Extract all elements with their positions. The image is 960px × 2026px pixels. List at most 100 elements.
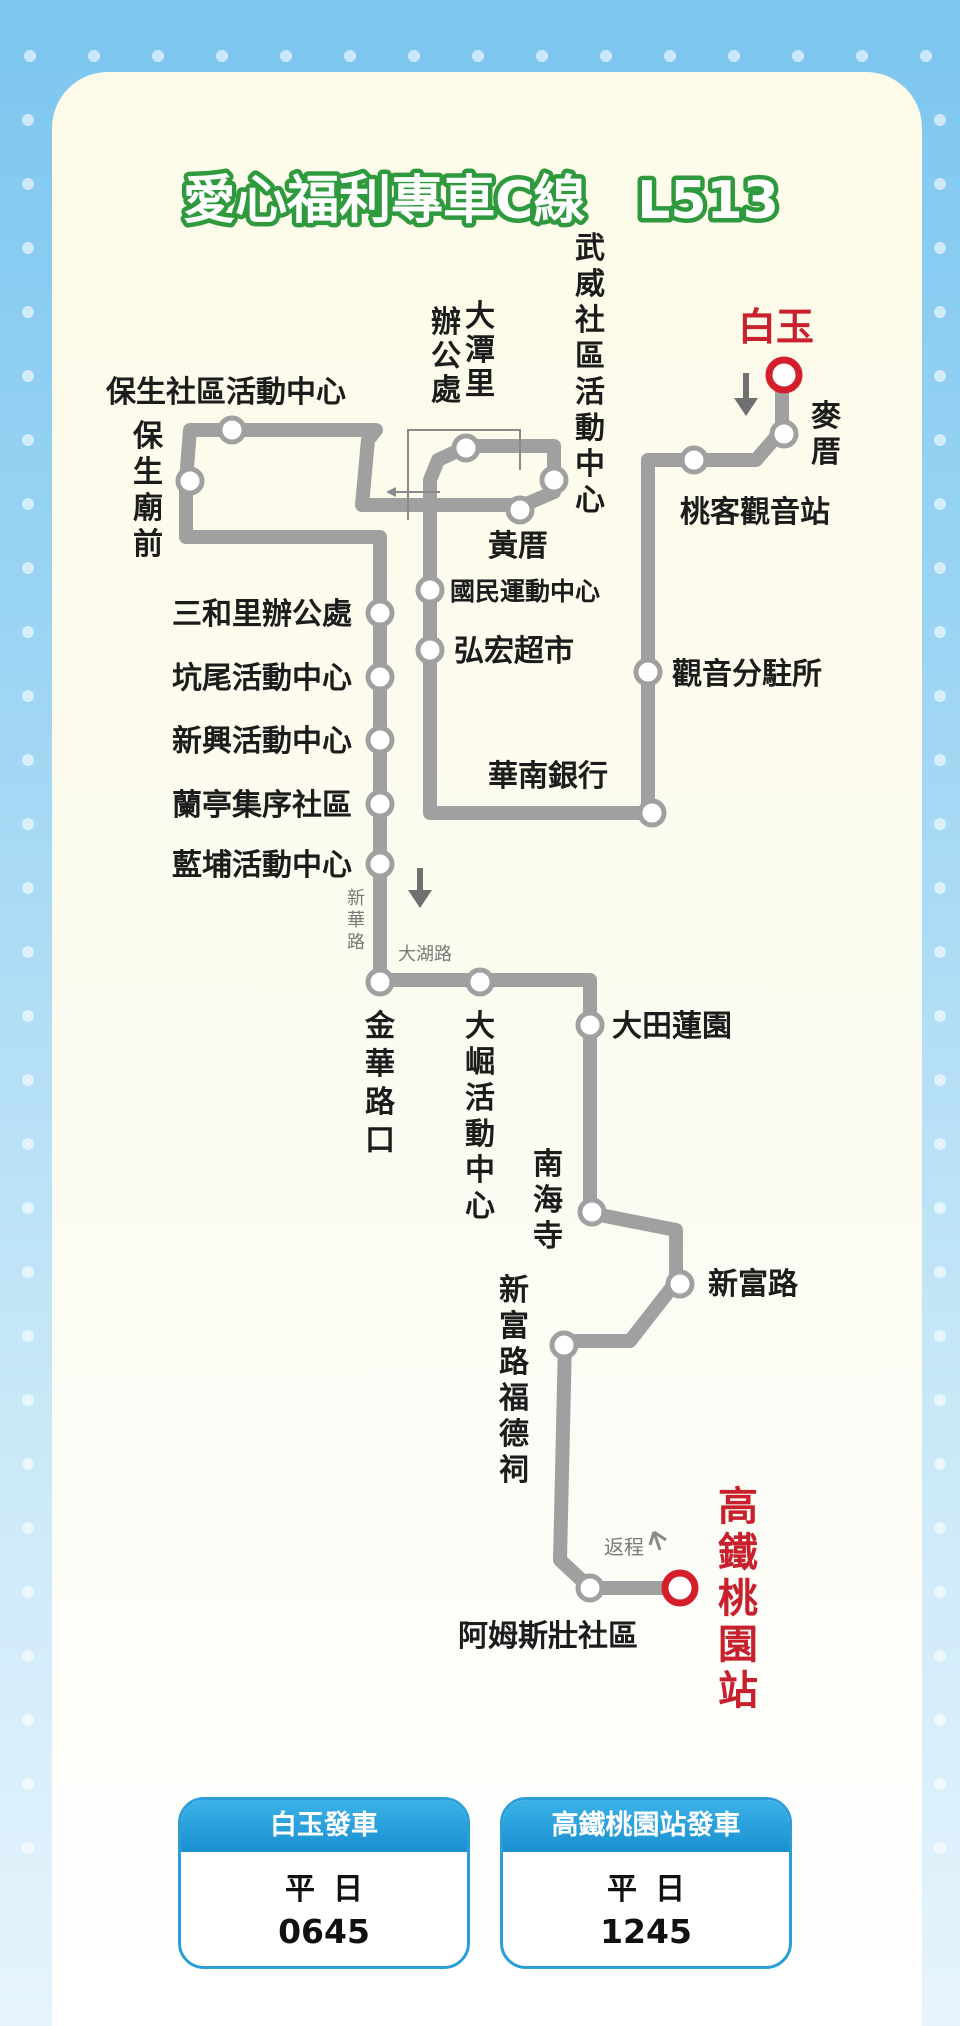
- background-dot: [920, 50, 932, 62]
- background-dot: [22, 1330, 34, 1342]
- road-label-dahu: 大湖路: [398, 944, 452, 965]
- stop-label-huanan-bank: 華南銀行: [488, 759, 608, 794]
- background-dot: [536, 50, 548, 62]
- background-dot: [408, 50, 420, 62]
- svg-text:福: 福: [498, 1381, 529, 1416]
- background-dot: [934, 1074, 946, 1086]
- stop-marker: [365, 598, 395, 628]
- background-dot: [934, 690, 946, 702]
- stop-label-lanpu: 藍埔活動中心: [172, 848, 352, 883]
- background-dot: [22, 1714, 34, 1726]
- svg-text:里: 里: [465, 367, 495, 402]
- svg-text:厝: 厝: [811, 435, 841, 470]
- stop-label-sports-center: 國民運動中心: [450, 577, 600, 606]
- svg-text:路: 路: [365, 1085, 396, 1120]
- svg-text:金: 金: [364, 1009, 396, 1044]
- direction-arrow-outbound: [734, 373, 758, 416]
- stop-marker: [633, 657, 663, 687]
- stop-label-taoke-guanyin: 桃客觀音站: [680, 495, 830, 530]
- background-dot: [152, 50, 164, 62]
- background-dot: [934, 562, 946, 574]
- svg-text:潭: 潭: [465, 333, 495, 368]
- svg-text:鐵: 鐵: [718, 1530, 758, 1576]
- background-dot: [934, 1778, 946, 1790]
- svg-text:心: 心: [575, 483, 605, 518]
- stop-label-baosheng-center: 保生社區活動中心: [106, 375, 346, 410]
- svg-text:公: 公: [431, 339, 461, 374]
- background-dot: [934, 1330, 946, 1342]
- svg-text:中: 中: [465, 1153, 495, 1188]
- schedule-day: 平日: [285, 1872, 381, 1907]
- schedule-header: 白玉發車: [181, 1800, 467, 1852]
- stop-marker: [539, 465, 569, 495]
- stop-label-armstrong: 阿姆斯壯社區: [458, 1619, 638, 1654]
- stop-marker: [465, 967, 495, 997]
- svg-text:德: 德: [499, 1417, 529, 1452]
- svg-text:大: 大: [465, 299, 495, 334]
- svg-text:崛: 崛: [465, 1045, 495, 1080]
- stops: [175, 415, 799, 1603]
- background-dot: [22, 690, 34, 702]
- svg-text:威: 威: [575, 267, 605, 302]
- background-dot: [728, 50, 740, 62]
- background-dot: [22, 818, 34, 830]
- stop-marker: [549, 1330, 579, 1360]
- svg-text:廟: 廟: [133, 491, 163, 526]
- svg-text:站: 站: [718, 1668, 758, 1714]
- stop-marker: [665, 1269, 695, 1299]
- svg-text:華: 華: [347, 910, 365, 931]
- background-dot: [22, 1394, 34, 1406]
- stop-label-kengwei: 坑尾活動中心: [172, 661, 352, 696]
- background-dot: [934, 1138, 946, 1150]
- svg-text:前: 前: [133, 527, 163, 562]
- background-dot: [22, 626, 34, 638]
- background-dot: [22, 1650, 34, 1662]
- background-dot: [22, 114, 34, 126]
- stop-label-lanting: 蘭亭集序社區: [172, 788, 352, 823]
- stop-marker: [365, 789, 395, 819]
- schedule-day: 平日: [607, 1872, 703, 1907]
- schedule-box-baiyu: 白玉發車 平日 0645: [178, 1797, 470, 1969]
- stop-label-wuwei-community-center: 武 威 社 區 活 動 中 心: [575, 231, 605, 518]
- background-dot: [22, 1586, 34, 1598]
- stop-marker: [415, 635, 445, 665]
- background-dot: [22, 370, 34, 382]
- background-dot: [934, 1266, 946, 1278]
- background-dot: [22, 1266, 34, 1278]
- background-dot: [22, 1202, 34, 1214]
- road-label-xinhua: 新 華 路: [347, 888, 365, 953]
- background-dot: [22, 498, 34, 510]
- stop-marker: [365, 967, 395, 997]
- background-dot: [934, 1202, 946, 1214]
- background-dot: [792, 50, 804, 62]
- stop-marker: [365, 662, 395, 692]
- stop-label-huangcuo: 黃厝: [488, 529, 548, 564]
- svg-text:動: 動: [465, 1117, 495, 1152]
- background-dot: [88, 50, 100, 62]
- page-title: 愛心福利專車C線 L513: [183, 171, 779, 231]
- background-dot: [472, 50, 484, 62]
- stop-label-datian-garden: 大田蓮園: [612, 1009, 732, 1044]
- svg-text:大: 大: [465, 1009, 495, 1044]
- schedule-time: 1245: [600, 1912, 692, 1951]
- stop-marker: [365, 725, 395, 755]
- stop-label-baosheng-temple: 保 生 廟 前: [133, 419, 164, 562]
- svg-text:口: 口: [365, 1123, 395, 1158]
- background-dot: [934, 434, 946, 446]
- background-dot: [22, 1842, 34, 1854]
- svg-text:園: 園: [718, 1622, 758, 1668]
- background-dot: [216, 50, 228, 62]
- background-dot: [22, 306, 34, 318]
- background-dot: [934, 1394, 946, 1406]
- svg-text:心: 心: [465, 1189, 495, 1224]
- background-dot: [600, 50, 612, 62]
- background-dot: [934, 306, 946, 318]
- svg-text:活: 活: [465, 1081, 495, 1116]
- background-dot: [934, 1842, 946, 1854]
- background-dot: [22, 1778, 34, 1790]
- svg-text:新: 新: [347, 888, 365, 909]
- background-dot: [934, 1650, 946, 1662]
- background-dot: [934, 1714, 946, 1726]
- svg-text:新: 新: [499, 1273, 529, 1308]
